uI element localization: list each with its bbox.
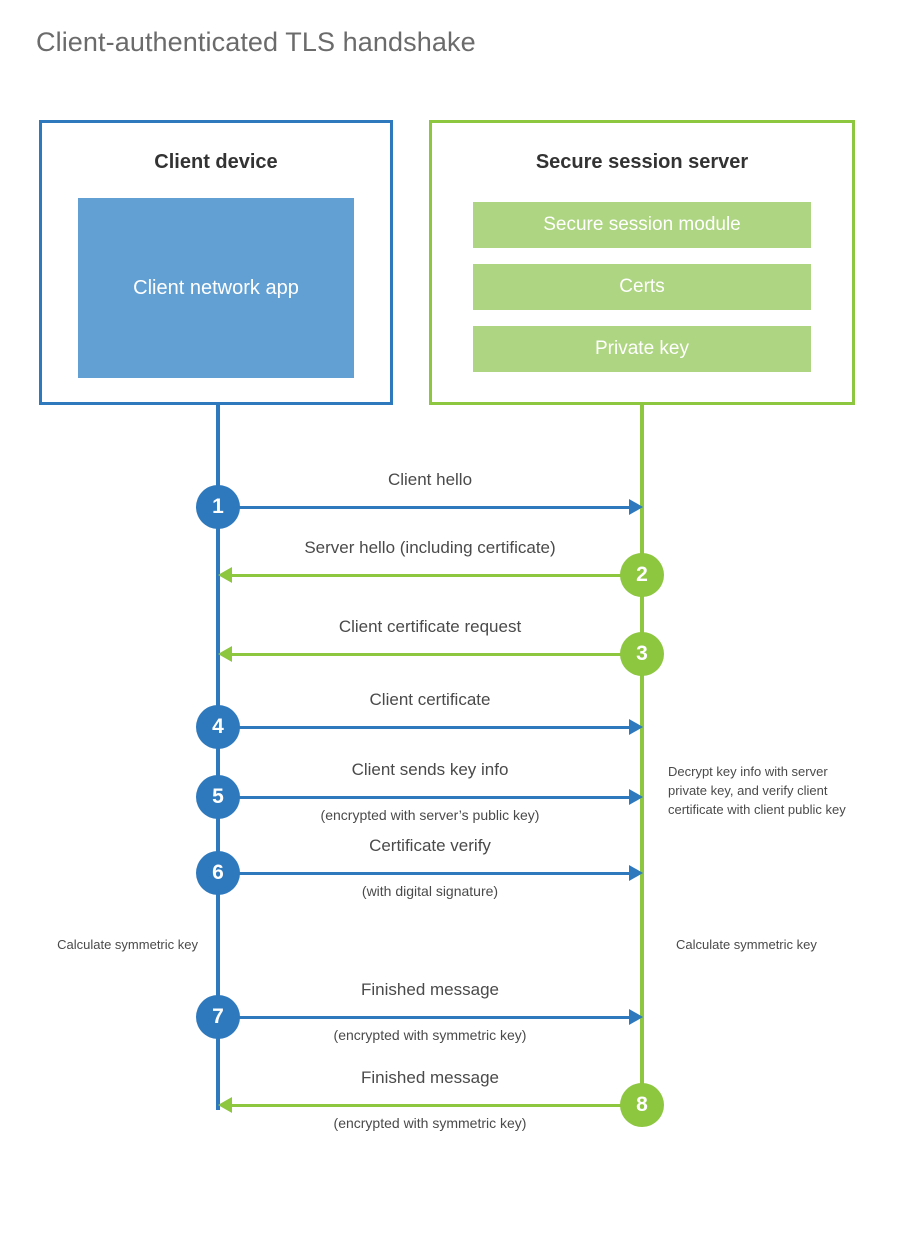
server-component-private-key: Private key [473, 326, 811, 372]
arrow-head-icon-1 [629, 499, 643, 515]
message-arrow-line-5 [218, 796, 634, 799]
message-arrow-line-6 [218, 872, 634, 875]
message-label-4: Client certificate [369, 690, 491, 709]
arrow-head-icon-7 [629, 1009, 643, 1025]
message-label-6: Certificate verify [369, 836, 491, 855]
client-device-title: Client device [154, 151, 278, 173]
server-calculate-symmetric-key-note: Calculate symmetric key [676, 937, 817, 952]
arrow-head-icon-2 [218, 567, 232, 583]
arrow-head-icon-3 [218, 646, 232, 662]
secure-session-server-title: Secure session server [535, 151, 749, 173]
secure-session-server-box: Secure session server Secure session mod… [429, 120, 855, 405]
client-lifeline [216, 405, 220, 1110]
message-arrow-line-8 [224, 1104, 642, 1107]
step-badge-3: 3 [620, 632, 664, 676]
message-arrow-line-3 [224, 653, 642, 656]
step-badge-1: 1 [196, 485, 240, 529]
server-lifeline [640, 405, 644, 1105]
arrow-head-icon-5 [629, 789, 643, 805]
step-badge-6: 6 [196, 851, 240, 895]
step-badge-5: 5 [196, 775, 240, 819]
message-sublabel-8: (encrypted with symmetric key) [333, 1115, 527, 1131]
message-label-5: Client sends key info [351, 760, 509, 779]
message-label-1: Client hello [387, 470, 473, 489]
message-sublabel-7: (encrypted with symmetric key) [333, 1027, 527, 1043]
message-sublabel-6: (with digital signature) [361, 883, 499, 899]
step-badge-7: 7 [196, 995, 240, 1039]
message-arrow-line-1 [218, 506, 634, 509]
page-title: Client-authenticated TLS handshake [36, 27, 476, 57]
step-badge-4: 4 [196, 705, 240, 749]
arrow-head-icon-8 [218, 1097, 232, 1113]
step-badge-8: 8 [620, 1083, 664, 1127]
arrow-head-icon-6 [629, 865, 643, 881]
server-component-secure-session-module: Secure session module [473, 202, 811, 248]
message-label-3: Client certificate request [338, 617, 522, 636]
server-processing-note: Decrypt key info with server private key… [668, 764, 846, 817]
message-arrow-line-2 [224, 574, 642, 577]
client-calculate-symmetric-key-note: Calculate symmetric key [57, 937, 198, 952]
message-label-7: Finished message [361, 980, 499, 999]
message-arrow-line-7 [218, 1016, 634, 1019]
message-sublabel-5: (encrypted with server’s public key) [320, 807, 540, 823]
server-component-certs: Certs [473, 264, 811, 310]
client-network-app-block: Client network app [78, 198, 354, 378]
message-arrow-line-4 [218, 726, 634, 729]
message-label-8: Finished message [361, 1068, 499, 1087]
client-device-box: Client device Client network app [39, 120, 393, 405]
step-badge-2: 2 [620, 553, 664, 597]
arrow-head-icon-4 [629, 719, 643, 735]
message-label-2: Server hello (including certificate) [304, 538, 556, 557]
